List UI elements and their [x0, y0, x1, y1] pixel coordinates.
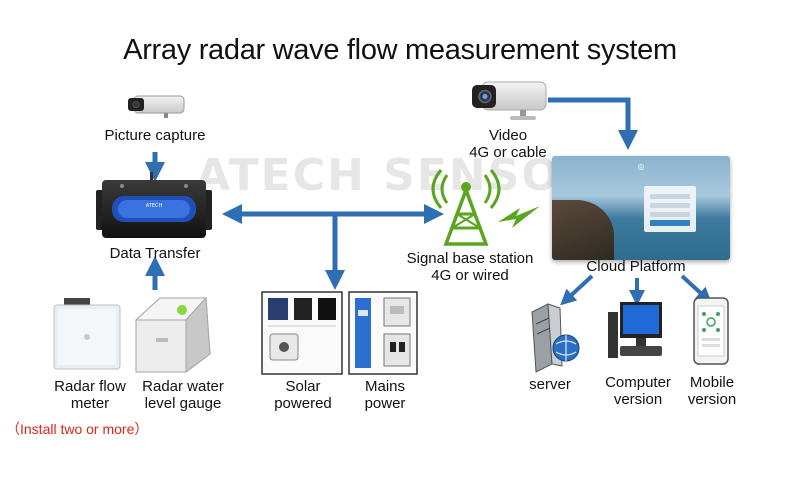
diagram-title: Array radar wave flow measurement system — [123, 34, 677, 66]
signal-tower-icon — [431, 169, 501, 246]
label-mains: Mains power — [364, 378, 406, 412]
label-cloud-platform: Cloud Platform — [586, 258, 686, 275]
label-data-transfer: Data Transfer — [109, 245, 201, 262]
computer-icon — [608, 302, 662, 358]
label-picture-capture: Picture capture — [104, 127, 206, 144]
video-camera-icon — [472, 81, 547, 120]
capture-camera-icon — [128, 95, 185, 118]
lightning-bolt-icon — [498, 206, 540, 228]
label-computer: Computer version — [605, 374, 671, 408]
data-transfer-device-icon: ATECH — [96, 172, 212, 238]
mains-power-icon — [348, 291, 418, 375]
arrow-video-to-cloud — [548, 97, 638, 150]
label-solar: Solar powered — [274, 378, 332, 412]
label-mobile: Mobile version — [687, 374, 737, 408]
cloud-logo-icon: ◎ — [637, 162, 645, 171]
mobile-phone-icon — [693, 297, 729, 365]
install-note: （Install two or more） — [6, 421, 149, 437]
radar-water-gauge-icon — [134, 296, 211, 373]
screen-landscape — [552, 200, 614, 260]
watermark-text: ATECH SENSOR — [196, 150, 597, 201]
arrow-cloud-to-server — [560, 274, 594, 306]
login-panel — [644, 186, 696, 232]
label-server: server — [529, 376, 571, 393]
label-signal-station: Signal base station 4G or wired — [406, 250, 534, 284]
label-radar-water: Radar water level gauge — [142, 378, 224, 412]
arrow-cloud-to-mobile — [680, 274, 712, 304]
solar-equipment-icon — [261, 291, 343, 375]
label-radar-flow: Radar flow meter — [54, 378, 126, 412]
svg-text:ATECH: ATECH — [146, 203, 163, 209]
server-icon — [531, 303, 580, 373]
cloud-platform-screen: ◎ — [552, 156, 730, 260]
radar-flow-meter-icon — [53, 298, 121, 370]
label-video: Video 4G or cable — [469, 127, 547, 161]
